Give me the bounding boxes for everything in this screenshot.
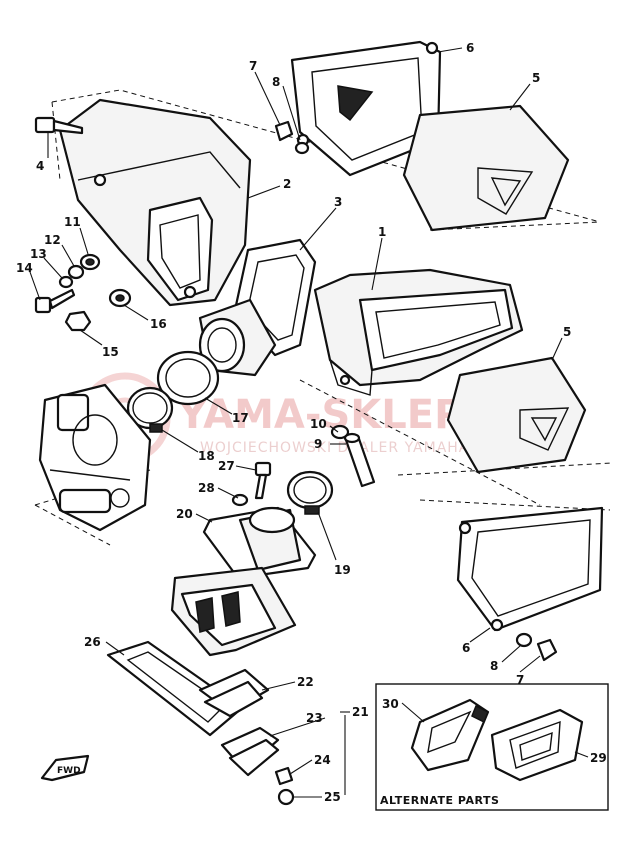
- label-part-27: 27: [218, 459, 235, 473]
- label-part-30: 30: [382, 697, 399, 711]
- label-part-6-lower: 6: [462, 641, 470, 655]
- label-part-14: 14: [16, 261, 33, 275]
- label-part-26: 26: [84, 635, 101, 649]
- label-part-8-lower: 8: [490, 659, 498, 673]
- part-30-cover: [410, 698, 490, 772]
- part-29-cover: [490, 708, 584, 782]
- alternate-parts-box: ALTERNATE PARTS: [375, 683, 609, 811]
- part-27-bolt: [254, 461, 272, 500]
- part-1-air-box: [313, 268, 524, 396]
- label-part-8-top: 8: [272, 75, 280, 89]
- label-part-18: 18: [198, 449, 215, 463]
- label-part-17: 17: [232, 411, 249, 425]
- part-number-labels: 6 7 5 8 4 2 3 11 1 12 13 14 16 5 15 17 1…: [16, 41, 607, 804]
- label-part-7-top: 7: [249, 59, 257, 73]
- label-part-25: 25: [324, 790, 341, 804]
- part-6-frame-lower: [456, 506, 604, 632]
- part-25-screw: [277, 788, 295, 806]
- part-7-bolt-upper: [274, 120, 294, 142]
- part-5-filter-top: [402, 104, 570, 232]
- part-16-grommet: [108, 288, 132, 308]
- carburetor: [38, 383, 152, 532]
- part-10-clip: [330, 424, 350, 440]
- part-20-manifold: [202, 506, 317, 580]
- label-part-16: 16: [150, 317, 167, 331]
- part-8-washer-upper: [294, 141, 310, 155]
- label-part-28: 28: [198, 481, 215, 495]
- part-11-grommet: [79, 253, 101, 271]
- part-23-stopper: [220, 726, 280, 777]
- part-14-bolt: [34, 288, 76, 314]
- label-part-15: 15: [102, 345, 119, 359]
- label-part-29: 29: [590, 751, 607, 765]
- part-19-clamp: [286, 470, 334, 515]
- part-7-bolt-lower: [536, 638, 558, 662]
- label-part-5-top: 5: [532, 71, 540, 85]
- part-2-airbox-cover: [58, 98, 252, 307]
- part-13-collar: [58, 275, 74, 289]
- leader-lines: [29, 47, 589, 798]
- label-part-10: 10: [310, 417, 327, 431]
- label-part-5-middle: 5: [563, 325, 571, 339]
- part-12-washer: [67, 264, 85, 280]
- label-part-9: 9: [314, 437, 322, 451]
- part-9-pipe: [343, 432, 376, 488]
- label-part-7-lower: 7: [516, 673, 524, 687]
- part-15-nut: [64, 310, 92, 332]
- part-8-washer-lower: [515, 632, 533, 648]
- part-17-band: [156, 350, 220, 406]
- part-4-bolt: [34, 116, 84, 135]
- label-part-23: 23: [306, 711, 323, 725]
- fwd-label: FWD: [57, 766, 81, 776]
- label-part-19: 19: [334, 563, 351, 577]
- label-part-21: 21: [352, 705, 369, 719]
- part-18-clamp: [126, 386, 174, 433]
- label-part-3: 3: [334, 195, 342, 209]
- label-part-6-top: 6: [466, 41, 474, 55]
- label-part-20: 20: [176, 507, 193, 521]
- part-5-filter-middle: [446, 356, 587, 474]
- part-24-nut: [274, 766, 294, 786]
- label-part-4: 4: [36, 159, 44, 173]
- label-part-22: 22: [297, 675, 314, 689]
- watermark-sub-text: WOJCIECHOWSKI DEALER YAMAHA: [200, 440, 469, 456]
- label-part-11: 11: [64, 215, 81, 229]
- label-part-1: 1: [378, 225, 386, 239]
- label-part-2: 2: [283, 177, 291, 191]
- label-part-24: 24: [314, 753, 331, 767]
- part-22-reed: [198, 668, 270, 718]
- alternate-parts-label: ALTERNATE PARTS: [380, 794, 499, 807]
- part-21-reed-valve: [170, 566, 297, 657]
- fwd-arrow-icon: FWD: [40, 754, 90, 782]
- label-part-12: 12: [44, 233, 61, 247]
- label-part-13: 13: [30, 247, 47, 261]
